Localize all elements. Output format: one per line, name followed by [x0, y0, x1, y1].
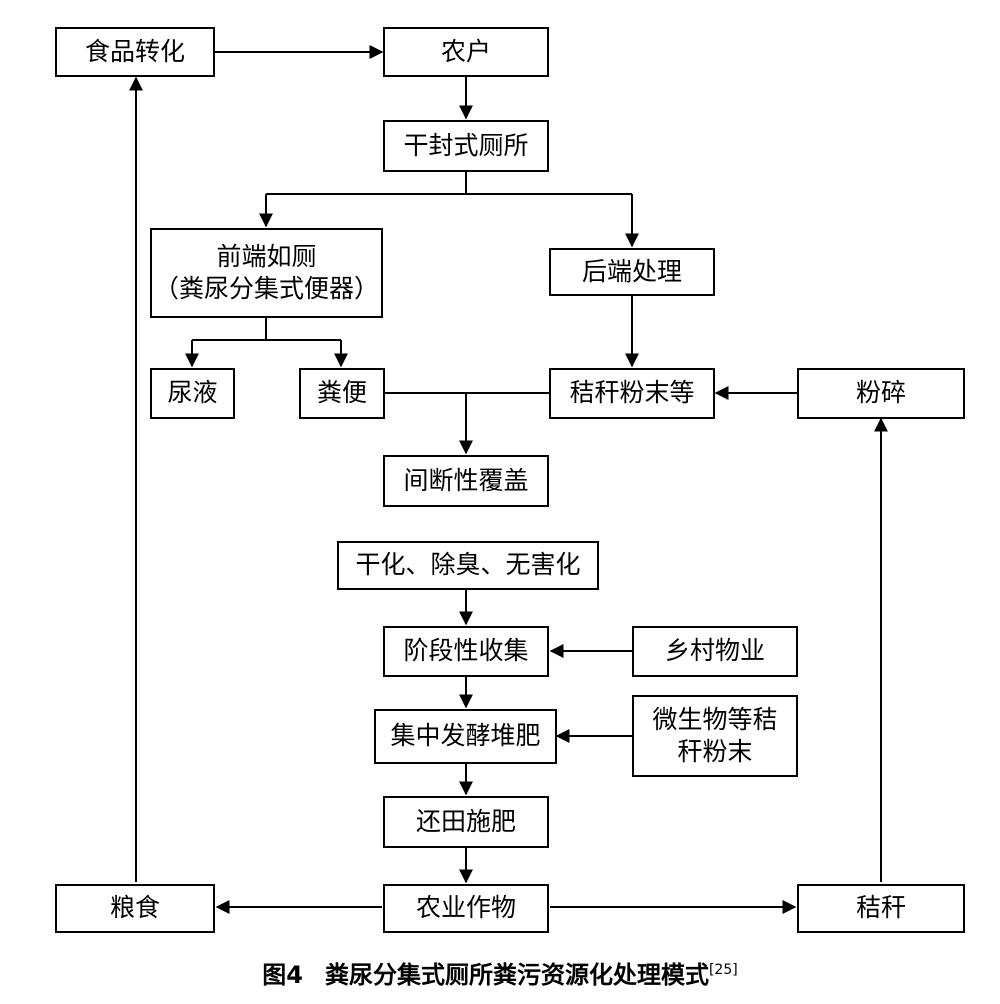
- node-label: 农户: [440, 36, 491, 66]
- node-label: 秸秆: [855, 893, 906, 923]
- node-front-end: 前端如厕 （粪尿分集式便器）: [150, 228, 383, 318]
- node-feces: 粪便: [299, 368, 385, 419]
- caption-title: 粪尿分集式厕所粪污资源化处理模式: [324, 961, 709, 989]
- caption-label: 图4: [262, 961, 303, 989]
- node-label: 间断性覆盖: [403, 465, 529, 495]
- node-microbes: 微生物等秸秆粉末: [632, 695, 798, 777]
- node-label: 食品转化: [84, 36, 185, 66]
- node-village-property: 乡村物业: [632, 626, 798, 677]
- node-label: 后端处理: [581, 256, 682, 286]
- node-label-line1: 前端如厕: [216, 241, 317, 271]
- node-phased-collection: 阶段性收集: [383, 626, 549, 677]
- node-label: 秸秆粉末等: [569, 378, 695, 408]
- node-drying: 干化、除臭、无害化: [337, 541, 599, 590]
- node-back-end: 后端处理: [549, 248, 715, 296]
- node-label: 集中发酵堆肥: [390, 721, 541, 751]
- node-label: 干封式厕所: [403, 130, 529, 160]
- node-food-conversion: 食品转化: [55, 27, 215, 77]
- node-dry-toilet: 干封式厕所: [383, 120, 549, 172]
- node-grain: 粮食: [55, 884, 215, 933]
- node-label: 粮食: [109, 893, 160, 923]
- node-label: 干化、除臭、无害化: [355, 550, 581, 580]
- node-return-field: 还田施肥: [383, 796, 549, 848]
- node-label: 尿液: [167, 378, 218, 408]
- node-straw: 秸秆: [797, 884, 965, 933]
- node-farmer: 农户: [383, 27, 549, 77]
- node-composting: 集中发酵堆肥: [374, 709, 557, 764]
- node-label-line2: （粪尿分集式便器）: [153, 274, 379, 303]
- node-label: 还田施肥: [415, 806, 516, 836]
- node-label: 粪便: [316, 378, 367, 408]
- node-intermittent-cover: 间断性覆盖: [383, 455, 549, 507]
- node-label-line1: 微生物等秸: [652, 704, 778, 734]
- node-crushing: 粉碎: [797, 368, 965, 419]
- node-urine: 尿液: [150, 368, 235, 419]
- node-label: 粉碎: [855, 378, 906, 408]
- node-label: 阶段性收集: [403, 636, 529, 666]
- node-straw-powder: 秸秆粉末等: [549, 368, 715, 419]
- figure-caption: 图4 粪尿分集式厕所粪污资源化处理模式[25]: [0, 955, 1000, 990]
- node-label-line2: 秆粉末: [677, 737, 753, 766]
- caption-reference: [25]: [708, 962, 738, 978]
- node-label: 乡村物业: [664, 636, 765, 666]
- node-crops: 农业作物: [383, 884, 549, 933]
- node-label: 农业作物: [415, 893, 516, 923]
